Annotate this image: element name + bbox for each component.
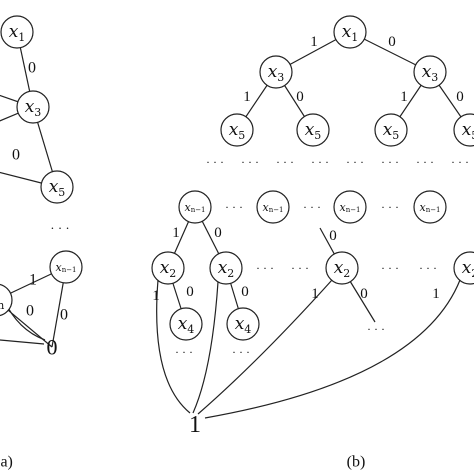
edge-to-one <box>197 279 333 415</box>
ellipsis: · · · <box>232 345 250 359</box>
node-label: x3 <box>25 97 42 119</box>
edge-label-1: 1 <box>29 272 37 289</box>
ellipsis: · · · <box>225 200 243 214</box>
ellipsis: · · · <box>303 200 321 214</box>
bdd-node <box>178 190 212 224</box>
node-label: x5 <box>305 120 322 142</box>
node-label: x1 <box>9 22 26 44</box>
ellipsis: · · · <box>416 155 434 169</box>
node-label: x5 <box>462 120 474 142</box>
edge-label-0: 0 <box>296 89 304 105</box>
bdd-node <box>0 283 13 317</box>
edge-label-0: 0 <box>26 303 34 320</box>
edge-label-0: 0 <box>186 284 194 300</box>
bdd-node <box>333 190 367 224</box>
bdd-node <box>40 170 74 204</box>
node-label: xn−1 <box>55 261 76 275</box>
edge-label-1: 1 <box>432 286 440 302</box>
bdd-node <box>209 251 243 285</box>
edge-label-1: 1 <box>243 89 251 105</box>
edge-label-1: 1 <box>310 34 318 50</box>
ellipsis: · · · <box>451 155 469 169</box>
ellipsis: · · · <box>276 155 294 169</box>
ellipsis: · · · <box>381 261 399 275</box>
ellipsis: · · · <box>291 261 309 275</box>
edge-label-0: 0 <box>329 228 337 244</box>
bdd-node <box>226 307 260 341</box>
bdd-node <box>49 250 83 284</box>
node-label: x4 <box>235 314 252 336</box>
ellipsis: · · · <box>311 155 329 169</box>
ellipsis: · · · <box>346 155 364 169</box>
node-label: x3 <box>422 62 439 84</box>
node-label: x3 <box>268 62 285 84</box>
edge-label-0: 0 <box>456 89 464 105</box>
bdd-node <box>453 251 474 285</box>
edge-label-1: 1 <box>152 288 160 304</box>
bdd-node <box>259 55 293 89</box>
node-label: x5 <box>229 120 246 142</box>
edge-to-one <box>192 281 219 414</box>
node-label: xn−1 <box>262 201 283 215</box>
node-label: xn <box>0 290 4 312</box>
ellipsis: · · · <box>206 155 224 169</box>
edge-label-0: 0 <box>28 60 36 77</box>
node-label: x5 <box>383 120 400 142</box>
edge-label-1: 1 <box>400 89 408 105</box>
node-label: xn−1 <box>184 201 205 215</box>
bdd-node <box>256 190 290 224</box>
edge-label-0: 0 <box>241 284 249 300</box>
ellipsis: · · · <box>175 345 193 359</box>
node-label: xn−1 <box>339 201 360 215</box>
bdd-node <box>169 307 203 341</box>
ellipsis: · · · <box>50 221 70 236</box>
ellipsis: · · · <box>381 200 399 214</box>
node-label: x2 <box>334 258 351 280</box>
edge-offscreen-terminal <box>0 339 45 345</box>
bdd-node <box>325 251 359 285</box>
node-label: x2 <box>218 258 235 280</box>
bdd-node <box>0 15 34 49</box>
edge-label-0: 0 <box>214 225 222 241</box>
caption-b: (b) <box>347 454 366 471</box>
edge-label-0: 0 <box>388 34 396 50</box>
node-label: x2 <box>462 258 474 280</box>
ellipsis: · · · <box>419 261 437 275</box>
bdd-node <box>333 15 367 49</box>
terminal-zero: 0 <box>47 335 58 360</box>
node-label: x2 <box>160 258 177 280</box>
node-label: x4 <box>178 314 195 336</box>
edge-label-0: 0 <box>360 286 368 302</box>
bdd-node <box>453 113 474 147</box>
ellipsis: · · · <box>241 155 259 169</box>
node-label: x1 <box>342 22 359 44</box>
edge-to-one <box>156 279 191 414</box>
caption-a: (a) <box>0 454 13 471</box>
bdd-node <box>413 55 447 89</box>
ellipsis: · · · <box>367 322 385 336</box>
terminal-one: 1 <box>189 412 201 438</box>
bdd-node <box>220 113 254 147</box>
bdd-node <box>151 251 185 285</box>
edge-label-0: 0 <box>60 307 68 324</box>
edge-to-one <box>204 279 461 419</box>
bdd-node <box>16 90 50 124</box>
bdd-node <box>296 113 330 147</box>
node-label: x5 <box>49 177 66 199</box>
node-label: xn−1 <box>419 201 440 215</box>
nodes-layer: x1 x3 x5 xn−1 xn x1 x3 x3 x5 x5 x5 x5 xn−1 xn−1 xn−1 xn… <box>0 15 474 341</box>
edge-label-0: 0 <box>12 147 20 164</box>
bdd-node <box>413 190 447 224</box>
edge-label-1: 1 <box>311 286 319 302</box>
edge-label-1: 1 <box>172 225 180 241</box>
bdd-node <box>374 113 408 147</box>
ellipsis: · · · <box>256 261 274 275</box>
ellipsis: · · · <box>381 155 399 169</box>
